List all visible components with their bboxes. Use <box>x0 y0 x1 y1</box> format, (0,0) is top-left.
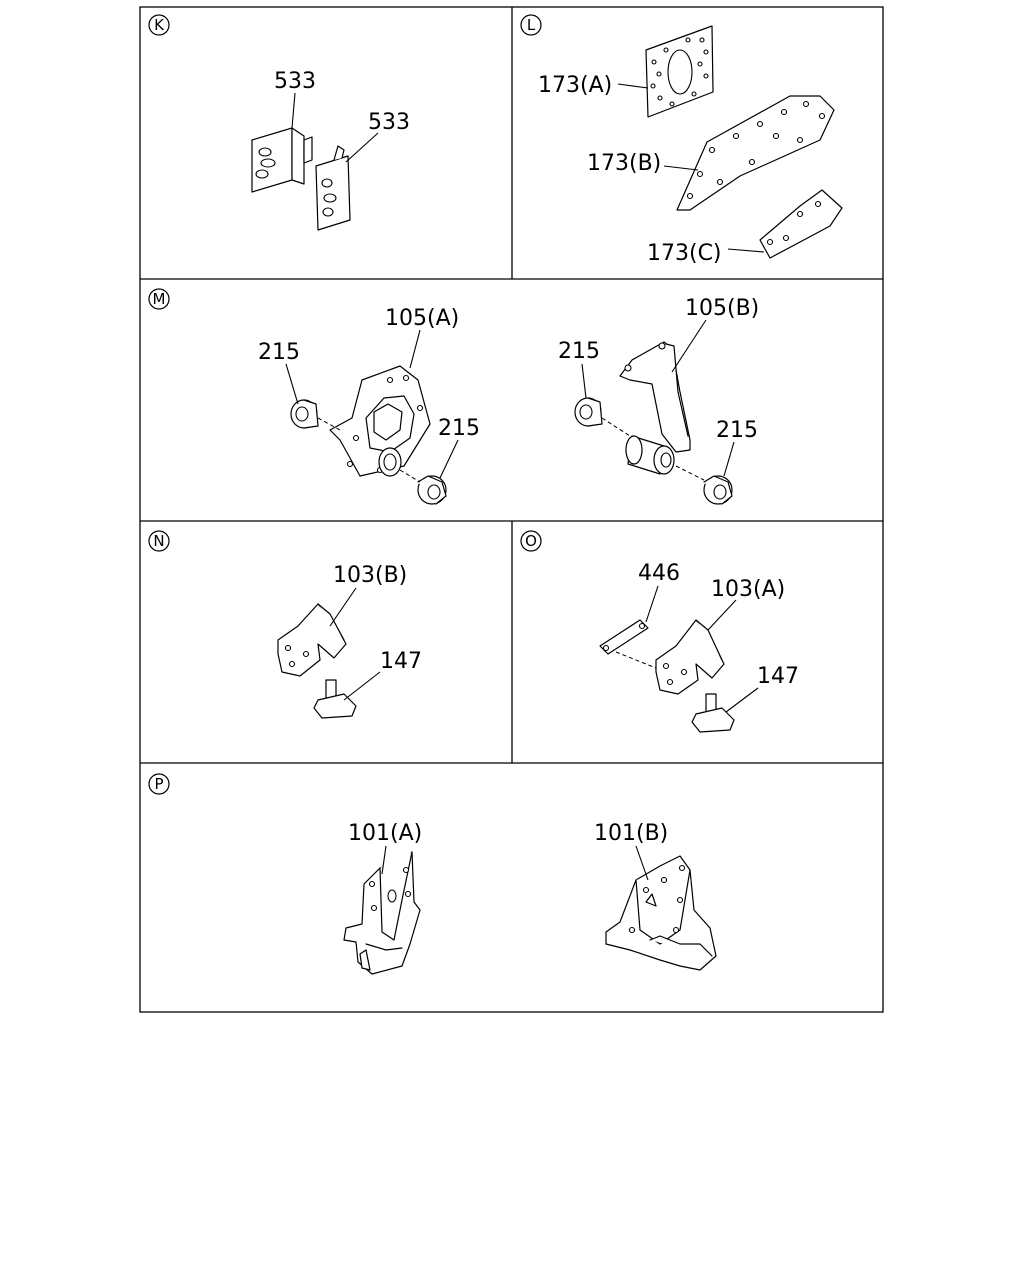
panel-badge-p: P <box>148 773 170 795</box>
callout-147-n: 147 <box>380 649 422 674</box>
bracket-101b <box>605 855 717 971</box>
bushing-215-b2 <box>703 475 733 505</box>
insulator-147-n <box>313 679 357 719</box>
badge-label: K <box>154 16 165 34</box>
callout-173a: 173(A) <box>538 73 612 98</box>
mount-103a <box>655 619 725 695</box>
panel-badge-k: K <box>148 14 170 36</box>
bracket-533-right <box>315 145 351 231</box>
panel-o: O 446 103(A) 147 <box>520 530 799 733</box>
panel-frames <box>139 6 884 1013</box>
callout-173c: 173(C) <box>647 241 722 266</box>
callout-105a: 105(A) <box>385 306 459 331</box>
badge-label: O <box>525 532 537 550</box>
plate-173c <box>759 189 843 259</box>
panel-badge-n: N <box>148 530 170 552</box>
bushing-215-b1 <box>574 397 603 427</box>
badge-label: N <box>153 532 164 550</box>
callout-103a: 103(A) <box>711 577 785 602</box>
mount-105a <box>329 365 431 477</box>
callout-215-a1: 215 <box>258 340 300 365</box>
callout-105b: 105(B) <box>685 296 759 321</box>
panel-l: L 173(A) 173(B) <box>520 14 843 266</box>
mount-103b <box>277 603 347 677</box>
panel-k: K 533 533 <box>148 14 410 231</box>
panel-badge-o: O <box>520 530 542 552</box>
badge-label: P <box>154 775 163 793</box>
bracket-533-left <box>251 127 313 193</box>
panel-m: M 215 105(A) 215 <box>148 288 759 505</box>
callout-215-b1: 215 <box>558 339 600 364</box>
bushing-215-a1 <box>290 399 319 429</box>
badge-label: M <box>153 290 166 308</box>
panel-badge-m: M <box>148 288 170 310</box>
callout-101a: 101(A) <box>348 821 422 846</box>
bracket-101a <box>343 851 421 975</box>
link-446 <box>599 619 649 655</box>
callout-101b: 101(B) <box>594 821 668 846</box>
plate-173a <box>645 25 714 118</box>
mount-105b <box>619 341 691 475</box>
callout-533-a: 533 <box>274 69 316 94</box>
panel-n: N 103(B) 147 <box>148 530 422 719</box>
badge-label: L <box>527 16 536 34</box>
panel-p: P 101(A) 101(B) <box>148 773 717 975</box>
callout-173b: 173(B) <box>587 151 661 176</box>
callout-103b: 103(B) <box>333 563 407 588</box>
panel-badge-l: L <box>520 14 542 36</box>
bushing-215-a2 <box>417 475 447 505</box>
callout-215-a2: 215 <box>438 416 480 441</box>
plate-173b <box>676 95 835 211</box>
insulator-147-o <box>691 693 735 733</box>
callout-533-b: 533 <box>368 110 410 135</box>
callout-147-o: 147 <box>757 664 799 689</box>
callout-446: 446 <box>638 561 680 586</box>
callout-215-b2: 215 <box>716 418 758 443</box>
